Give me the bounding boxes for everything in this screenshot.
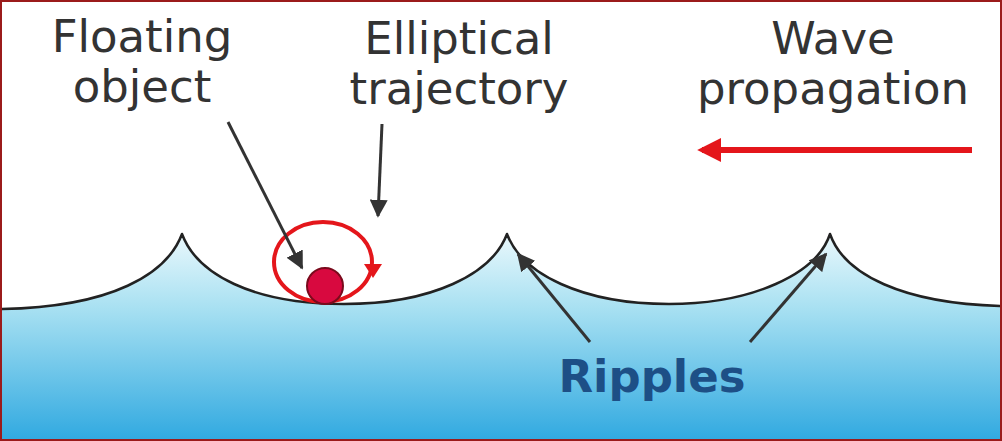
leader-arrow [378,124,382,216]
trajectory-label: Elliptical trajectory [324,14,594,114]
object-label: Floating object [17,12,267,112]
trajectory-arrowhead [364,264,382,278]
water-surface [2,234,1002,309]
propagation-arrow [702,147,972,153]
water-body [2,234,1002,441]
ripples-label: Ripples [547,352,757,402]
leader-arrow [228,122,302,268]
floating-object [307,268,343,304]
leader-arrow [518,254,590,342]
propagation-label: Wave propagation [670,14,996,114]
leader-arrow [750,254,826,342]
